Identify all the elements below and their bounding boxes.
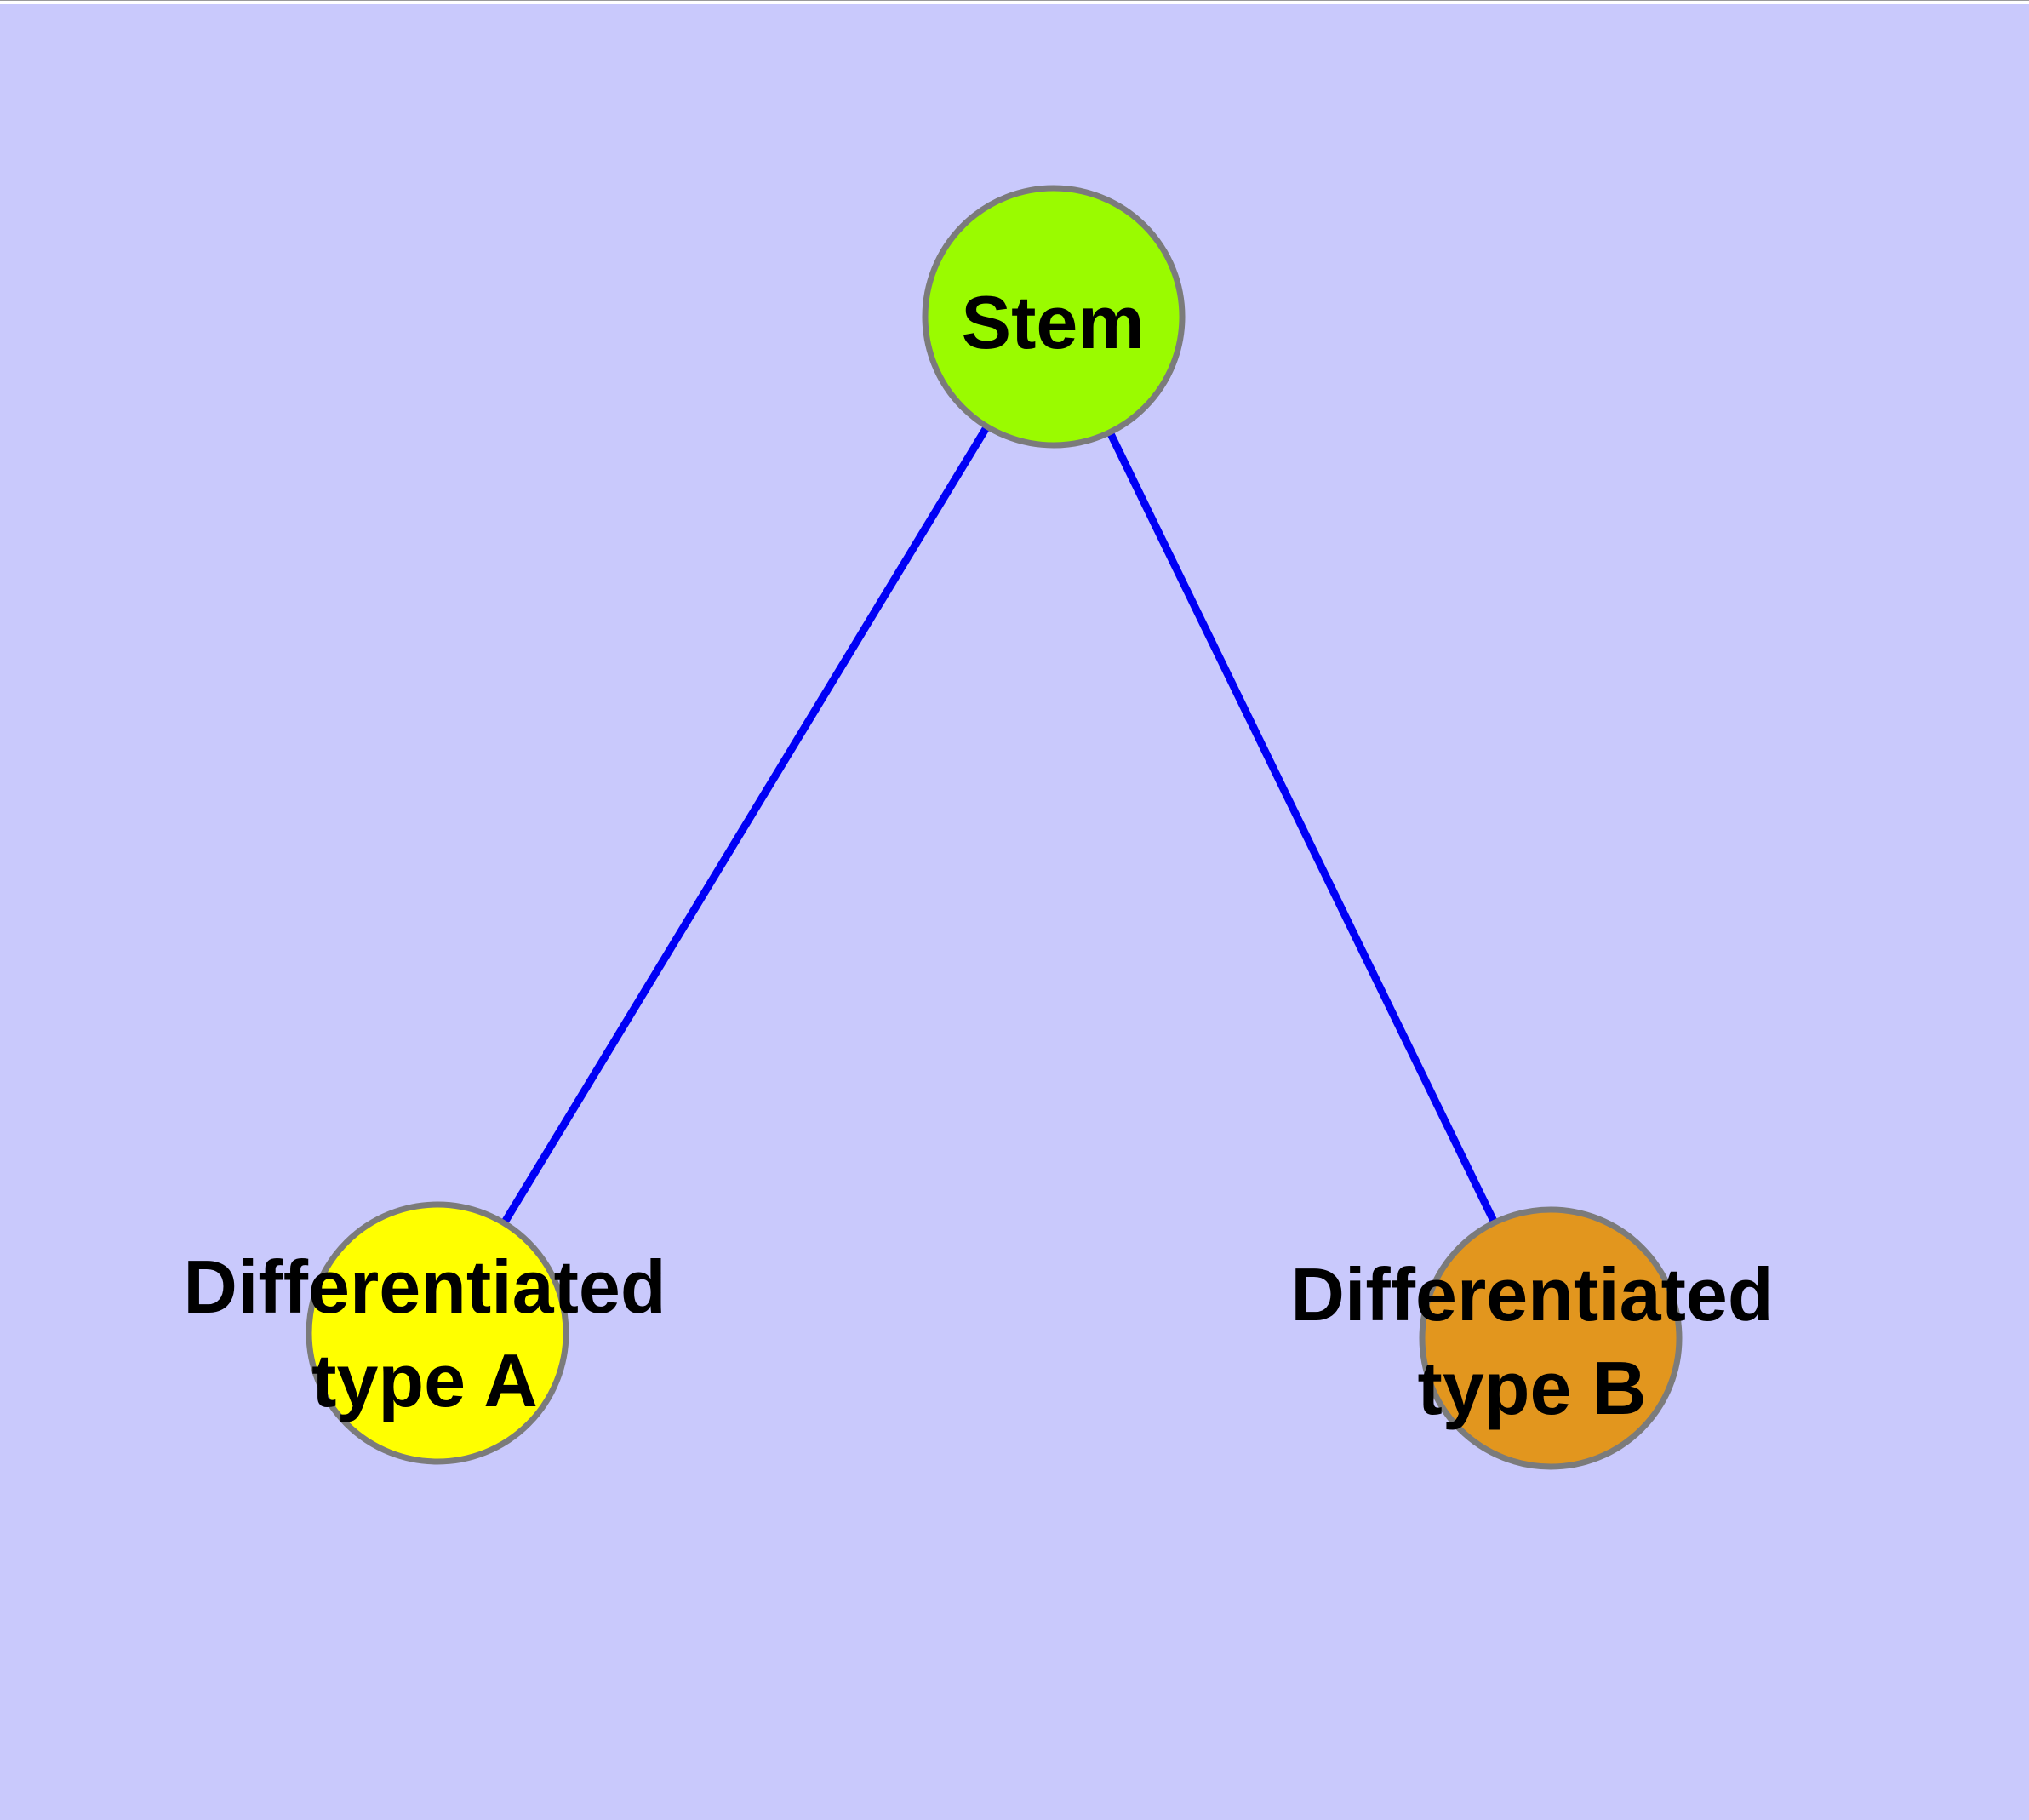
node-differentiated-type-a[interactable] [306,1201,569,1465]
window-top-border-line [0,0,2029,1]
edge-stem-to-type-a [434,314,1057,1336]
node-stem[interactable] [922,185,1186,449]
node-differentiated-type-b[interactable] [1419,1206,1683,1470]
edge-stem-to-type-b [1049,315,1555,1340]
window-top-border-strip [0,1,2029,4]
